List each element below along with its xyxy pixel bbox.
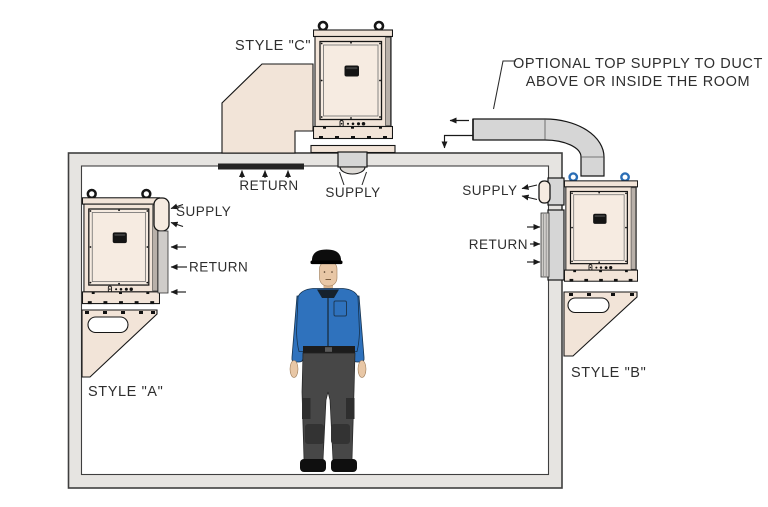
supply-a-label: SUPPLY bbox=[176, 204, 231, 219]
belt-buckle bbox=[325, 347, 332, 352]
bracket-bolts-b bbox=[569, 293, 634, 296]
supply-diffuser-b bbox=[538, 180, 551, 204]
note-line-1: OPTIONAL TOP SUPPLY TO DUCT bbox=[513, 56, 763, 72]
supply-b-label: SUPPLY bbox=[462, 183, 517, 198]
cargo-pocket-left bbox=[302, 398, 311, 419]
style-b-label: STYLE "B" bbox=[571, 365, 646, 381]
return-grille-a bbox=[157, 230, 169, 294]
supply-diffuser-a bbox=[153, 197, 170, 232]
unit-style-a bbox=[82, 188, 160, 306]
return-airflow-arrows-a bbox=[170, 244, 187, 295]
duct-down-airflow-arrow bbox=[441, 134, 473, 149]
supply-roof-stub bbox=[337, 151, 368, 168]
return-airflow-arrows-c bbox=[239, 170, 291, 178]
supply-leader-lines-c bbox=[339, 171, 367, 186]
supply-airflow-arrows-b bbox=[521, 184, 538, 201]
return-grille-b bbox=[540, 212, 550, 278]
style-c-label: STYLE "C" bbox=[235, 38, 311, 54]
person-right-hand bbox=[357, 360, 367, 378]
shoe-left bbox=[300, 459, 326, 472]
person-eye-right bbox=[331, 271, 333, 273]
bracket-slot-b bbox=[567, 297, 610, 314]
ceiling-supply-diffuser bbox=[339, 166, 366, 175]
shoe-right bbox=[331, 459, 357, 472]
return-wall-penetration-b bbox=[547, 209, 565, 281]
person-eye-left bbox=[323, 271, 326, 273]
return-a-label: RETURN bbox=[189, 260, 248, 275]
knee-pad-left bbox=[305, 424, 324, 444]
cap-brim bbox=[310, 260, 343, 265]
knee-pad-right bbox=[331, 424, 350, 444]
return-airflow-arrows-b bbox=[527, 224, 541, 265]
bracket-slot-a bbox=[87, 316, 129, 334]
note-leader-line bbox=[492, 60, 516, 110]
person-cap bbox=[312, 249, 341, 262]
ceiling-return-grille bbox=[218, 163, 304, 170]
shirt-pocket bbox=[333, 300, 347, 317]
person-figure bbox=[289, 249, 367, 472]
unit-style-a-group: SUPPLY RETURN STYLE "A" bbox=[81, 188, 248, 400]
style-a-label: STYLE "A" bbox=[88, 384, 163, 400]
person-collar bbox=[317, 289, 339, 298]
bracket-bolts-a bbox=[85, 311, 155, 314]
cargo-pocket-right bbox=[346, 398, 355, 419]
unit-style-b-group: SUPPLY RETURN STYLE "B" bbox=[462, 172, 646, 381]
supply-c-label: SUPPLY bbox=[325, 185, 380, 200]
optional-top-supply-duct-group: OPTIONAL TOP SUPPLY TO DUCT ABOVE OR INS… bbox=[441, 56, 763, 177]
note-line-2: ABOVE OR INSIDE THE ROOM bbox=[526, 74, 750, 90]
person-left-hand bbox=[289, 360, 299, 378]
return-plenum bbox=[221, 63, 314, 154]
unit-style-c-group: STYLE "C" RETURN SUPPLY bbox=[218, 20, 396, 200]
duct-elbow bbox=[472, 118, 605, 177]
return-c-label: RETURN bbox=[239, 178, 298, 193]
unit-style-b bbox=[564, 172, 638, 284]
supply-airflow-arrows-a bbox=[170, 203, 184, 228]
unit-style-c bbox=[313, 20, 393, 141]
return-b-label: RETURN bbox=[469, 237, 528, 252]
person-face bbox=[319, 260, 338, 287]
